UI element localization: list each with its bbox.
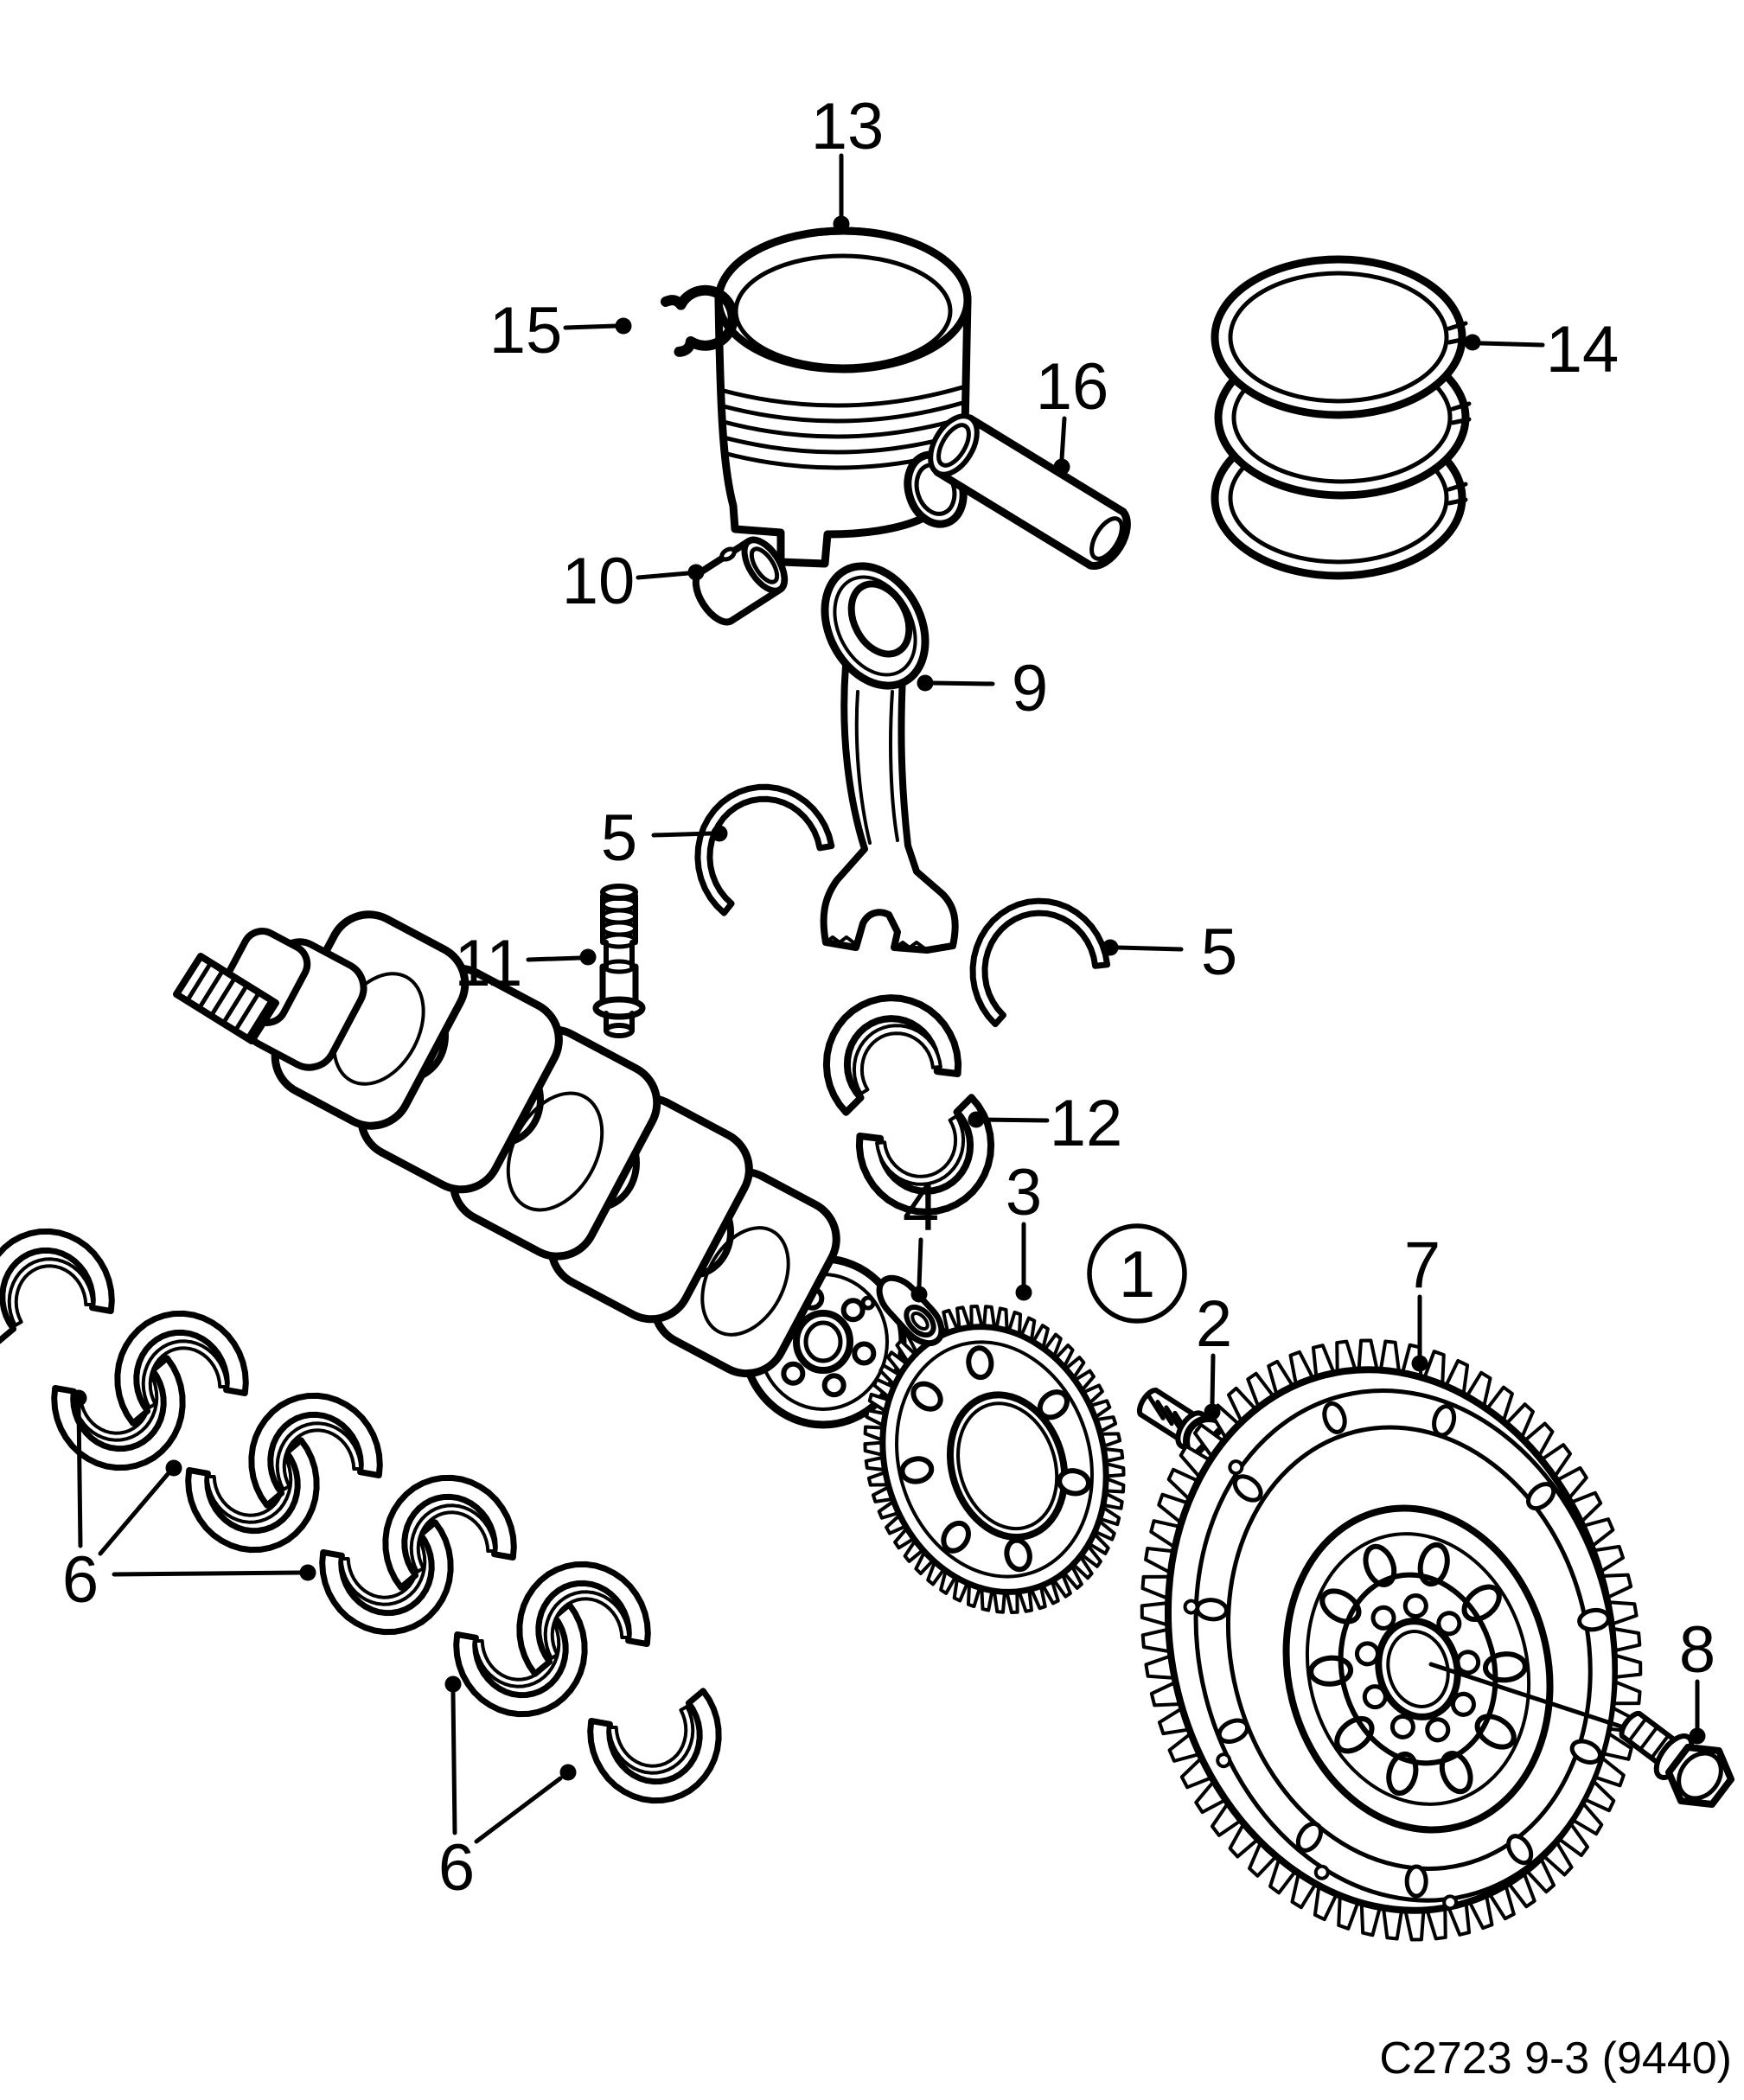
piston-pin-circlip: [660, 284, 738, 357]
callout-label-10: 10: [562, 545, 636, 618]
dowel-pin: [876, 1274, 945, 1347]
callout-connecting-rod-bushing: 10: [562, 545, 705, 618]
callout-flywheel-bolt: 8: [1679, 1613, 1715, 1745]
callout-piston-pin: 16: [1036, 350, 1109, 476]
callout-label-8: 8: [1679, 1613, 1715, 1687]
callout-label-12: 12: [1050, 1087, 1123, 1160]
trigger-wheel: [863, 1305, 1126, 1614]
callout-crankshaft-kit: 1: [1087, 1223, 1187, 1324]
callout-label-5: 5: [1201, 916, 1237, 989]
callout-label-14: 14: [1546, 313, 1619, 386]
flywheel: [1140, 1338, 1643, 1942]
callout-label-6: 6: [438, 1831, 475, 1905]
crankshaft: [173, 910, 907, 1429]
piston-pin: [928, 413, 1131, 570]
piston: [714, 227, 972, 568]
callout-piston-pin-circlip: 15: [489, 294, 632, 367]
connecting-rod-bushing: [692, 536, 789, 626]
callout-trigger-wheel-screw: 2: [1196, 1287, 1232, 1420]
thrust-washers: [694, 783, 1111, 1028]
flywheel-bolt: [1619, 1710, 1734, 1808]
figure-code: C2723 9-3 (9440): [1379, 2033, 1732, 2084]
callout-label-2: 2: [1196, 1287, 1232, 1361]
callout-big-end-bearing-pair: 12: [968, 1087, 1123, 1160]
callout-label-16: 16: [1036, 350, 1109, 424]
callout-trigger-wheel: 3: [1006, 1156, 1042, 1301]
callout-label-4: 4: [903, 1171, 939, 1245]
callout-main-bearing-set: 6: [438, 1676, 577, 1905]
callout-piston: 13: [811, 90, 885, 233]
callout-label-3: 3: [1006, 1156, 1042, 1229]
big-end-bearing-pair: [822, 994, 995, 1216]
callout-thrust-washer-lower: 5: [1102, 916, 1237, 989]
callout-connecting-rod: 9: [917, 652, 1048, 725]
callout-label-6: 6: [62, 1543, 99, 1617]
connecting-rod-bolt: [592, 884, 646, 1038]
callout-label-13: 13: [811, 90, 885, 163]
callout-piston-ring-set: 14: [1464, 313, 1619, 386]
piston-ring-set: [1211, 255, 1472, 580]
callout-label-1: 1: [1119, 1238, 1155, 1312]
callout-thrust-washer-upper: 5: [601, 801, 728, 875]
main-bearing-shells: [0, 1228, 722, 1804]
callout-connecting-rod-bolt: 11: [455, 927, 597, 1000]
callout-label-15: 15: [489, 294, 563, 367]
callout-main-bearing-set: 6: [62, 1389, 316, 1617]
connecting-rod: [820, 562, 959, 954]
callout-dowel-pin: 4: [903, 1171, 939, 1303]
callout-flywheel: 7: [1404, 1229, 1441, 1372]
callout-label-7: 7: [1404, 1229, 1441, 1302]
callout-label-9: 9: [1012, 652, 1048, 725]
callout-label-5: 5: [601, 801, 637, 875]
callout-label-11: 11: [455, 927, 523, 1000]
callout-circle: [1087, 1223, 1187, 1324]
